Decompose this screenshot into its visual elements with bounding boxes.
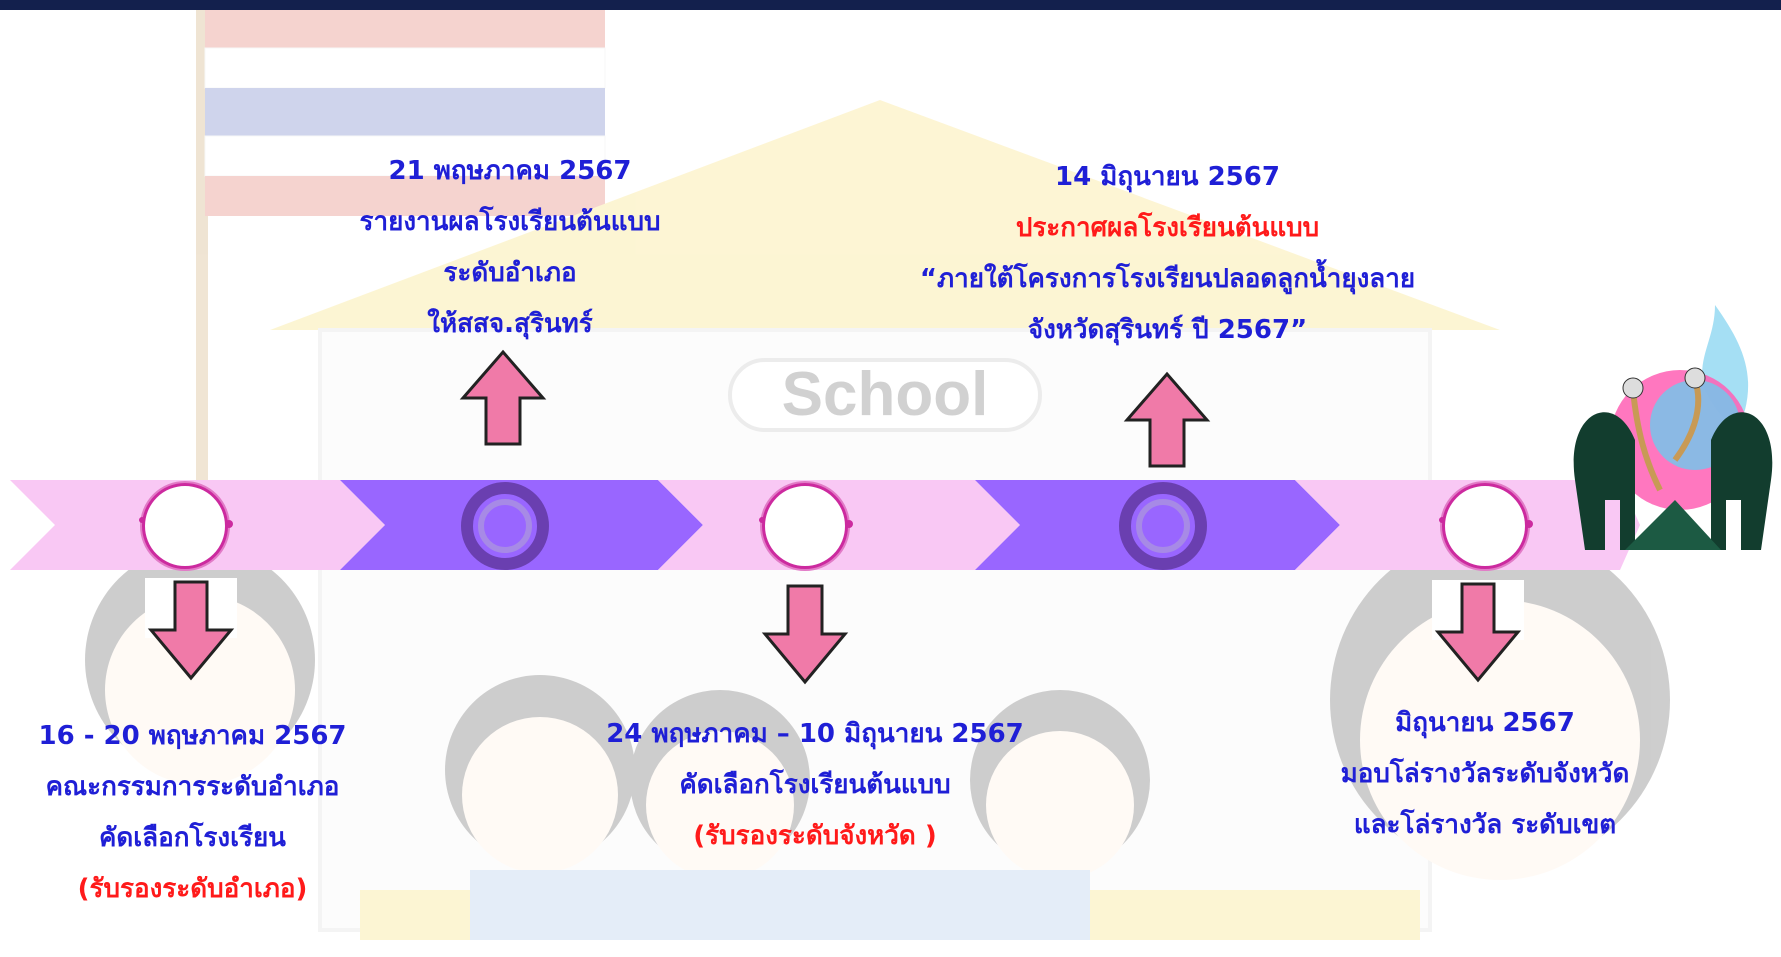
timeline-bar <box>10 480 1640 571</box>
milestone-4-line: “ภายใต้โครงการโรงเรียนปลอดลูกน้ำยุงลาย <box>919 264 1416 294</box>
project-logo <box>1573 305 1773 550</box>
milestone-1-date: 16 - 20 พฤษภาคม 2567 <box>38 721 347 751</box>
chevron-segment-2 <box>340 480 703 570</box>
children-illustration <box>85 530 1670 940</box>
milestone-2-line: ให้สสจ.สุรินทร์ <box>427 309 593 339</box>
milestone-3-line: คัดเลือกโรงเรียนต้นแบบ <box>679 770 951 800</box>
milestone-3-highlight: (รับรองระดับจังหวัด ) <box>693 821 937 851</box>
milestone-5-line: มอบโล่รางวัลระดับจังหวัด <box>1340 759 1630 789</box>
thai-flag <box>204 10 606 216</box>
school-sign-text: School <box>782 360 989 429</box>
milestone-1-line: คัดเลือกโรงเรียน <box>99 823 286 853</box>
milestone-marker-1 <box>139 481 233 571</box>
arrow-up-4 <box>1123 371 1211 468</box>
milestone-marker-4 <box>1119 482 1207 570</box>
top-bar <box>0 0 1781 10</box>
milestone-1-highlight: (รับรองระดับอำเภอ) <box>77 874 308 904</box>
arrow-down-3 <box>761 584 849 685</box>
milestone-4-line: จังหวัดสุรินทร์ ปี 2567” <box>1027 315 1308 345</box>
milestone-2-line: ระดับอำเภอ <box>443 258 577 288</box>
milestone-marker-3 <box>759 481 853 571</box>
milestone-marker-5 <box>1439 481 1533 571</box>
milestone-3-caption: 24 พฤษภาคม – 10 มิถุนายน 2567 คัดเลือกโร… <box>600 709 1030 862</box>
milestone-marker-2 <box>461 482 549 570</box>
arrow-up-2 <box>459 349 547 446</box>
arrow-down-1 <box>145 578 237 681</box>
milestone-1-caption: 16 - 20 พฤษภาคม 2567 คณะกรรมการระดับอำเภ… <box>20 711 365 915</box>
background-illustration: School <box>85 10 1670 940</box>
milestone-1-line: คณะกรรมการระดับอำเภอ <box>45 772 340 802</box>
milestone-3-date: 24 พฤษภาคม – 10 มิถุนายน 2567 <box>606 719 1024 749</box>
flagpole <box>196 10 208 550</box>
chevron-segment-4 <box>975 480 1340 570</box>
milestone-2-date: 21 พฤษภาคม 2567 <box>388 156 632 186</box>
milestone-2-caption: 21 พฤษภาคม 2567 รายงานผลโรงเรียนต้นแบบ ร… <box>335 146 685 350</box>
milestone-5-line: และโล่รางวัล ระดับเขต <box>1353 810 1617 840</box>
milestone-4-highlight: ประกาศผลโรงเรียนต้นแบบ <box>1015 213 1320 243</box>
milestone-5-caption: มิถุนายน 2567 มอบโล่รางวัลระดับจังหวัด แ… <box>1310 698 1660 851</box>
milestone-2-line: รายงานผลโรงเรียนต้นแบบ <box>359 207 661 237</box>
milestone-5-date: มิถุนายน 2567 <box>1395 708 1575 738</box>
milestone-4-date: 14 มิถุนายน 2567 <box>1055 162 1280 192</box>
arrow-down-5 <box>1432 580 1524 683</box>
milestone-4-caption: 14 มิถุนายน 2567 ประกาศผลโรงเรียนต้นแบบ … <box>895 152 1440 356</box>
